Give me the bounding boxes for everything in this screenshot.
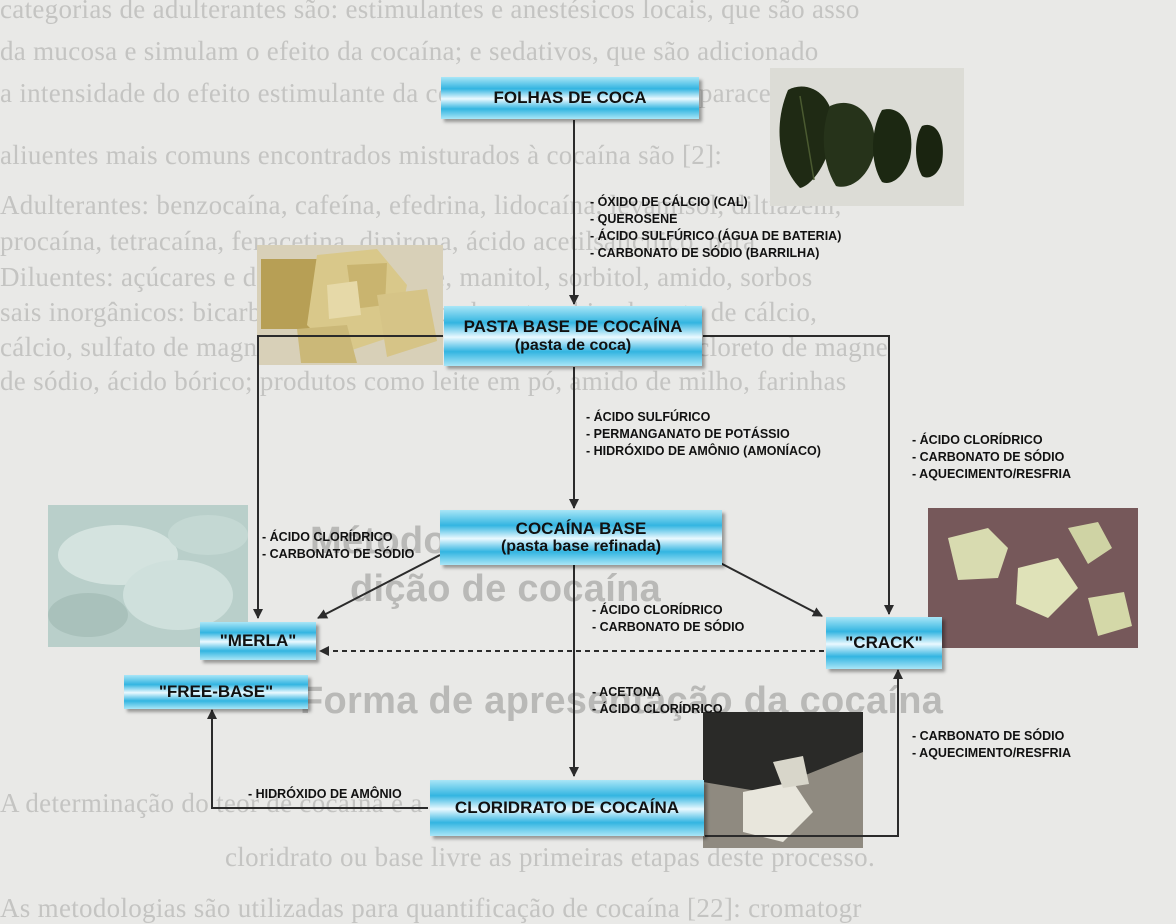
node-pasta-base: PASTA BASE DE COCAÍNA (pasta de coca) (444, 306, 702, 366)
reagents-to-merla: - ÁCIDO CLORÍDRICO - CARBONATO DE SÓDIO (262, 529, 414, 563)
arrow-pasta-to-merla (258, 336, 443, 618)
node-folhas-de-coca: FOLHAS DE COCA (441, 77, 699, 119)
arrow-pasta-to-crack (703, 336, 889, 614)
reagents-step1: - ÓXIDO DE CÁLCIO (CAL) - QUEROSENE - ÁC… (590, 194, 841, 262)
reagent-item: - QUEROSENE (590, 211, 841, 228)
node-merla: "MERLA" (200, 622, 316, 660)
node-label: "FREE-BASE" (159, 682, 273, 702)
reagent-item: - ÁCIDO CLORÍDRICO (912, 432, 1071, 449)
reagent-item: - ÁCIDO CLORÍDRICO (262, 529, 414, 546)
node-label: CLORIDRATO DE COCAÍNA (455, 798, 679, 818)
reagents-step2: - ÁCIDO SULFÚRICO - PERMANGANATO DE POTÁ… (586, 409, 821, 460)
reagents-cloridrato-to-crack: - CARBONATO DE SÓDIO - AQUECIMENTO/RESFR… (912, 728, 1071, 762)
reagent-item: - CARBONATO DE SÓDIO (592, 619, 744, 636)
reagents-step4: - ACETONA - ÁCIDO CLORÍDRICO (592, 684, 723, 718)
reagent-item: - HIDRÓXIDO DE AMÔNIO (248, 786, 402, 803)
node-label: FOLHAS DE COCA (494, 88, 647, 108)
node-crack: "CRACK" (826, 617, 942, 669)
node-label: COCAÍNA BASE (516, 519, 647, 539)
node-free-base: "FREE-BASE" (124, 675, 308, 709)
reagent-item: - PERMANGANATO DE POTÁSSIO (586, 426, 821, 443)
reagents-to-free-base: - HIDRÓXIDO DE AMÔNIO (248, 786, 402, 803)
node-sublabel: (pasta de coca) (515, 337, 631, 355)
reagent-item: - ÓXIDO DE CÁLCIO (CAL) (590, 194, 841, 211)
reagent-item: - AQUECIMENTO/RESFRIA (912, 745, 1071, 762)
reagent-item: - CARBONATO DE SÓDIO (912, 449, 1071, 466)
reagent-item: - CARBONATO DE SÓDIO (912, 728, 1071, 745)
node-cocaina-base: COCAÍNA BASE (pasta base refinada) (440, 510, 722, 565)
arrow-base-to-merla (318, 555, 440, 618)
reagent-item: - ÁCIDO CLORÍDRICO (592, 701, 723, 718)
node-label: "MERLA" (220, 631, 297, 651)
reagent-item: - ÁCIDO SULFÚRICO (ÁGUA DE BATERIA) (590, 228, 841, 245)
reagent-item: - ÁCIDO CLORÍDRICO (592, 602, 744, 619)
arrow-cloridrato-to-crack (705, 670, 898, 836)
node-label: "CRACK" (845, 633, 923, 653)
reagents-step3: - ÁCIDO CLORÍDRICO - CARBONATO DE SÓDIO (592, 602, 744, 636)
node-cloridrato: CLORIDRATO DE COCAÍNA (430, 780, 704, 836)
reagent-item: - ACETONA (592, 684, 723, 701)
reagent-item: - CARBONATO DE SÓDIO (262, 546, 414, 563)
reagent-item: - ÁCIDO SULFÚRICO (586, 409, 821, 426)
reagents-to-crack-right: - ÁCIDO CLORÍDRICO - CARBONATO DE SÓDIO … (912, 432, 1071, 483)
node-label: PASTA BASE DE COCAÍNA (464, 317, 683, 337)
reagent-item: - AQUECIMENTO/RESFRIA (912, 466, 1071, 483)
node-sublabel: (pasta base refinada) (501, 538, 661, 556)
reagent-item: - CARBONATO DE SÓDIO (BARRILHA) (590, 245, 841, 262)
reagent-item: - HIDRÓXIDO DE AMÔNIO (AMONÍACO) (586, 443, 821, 460)
